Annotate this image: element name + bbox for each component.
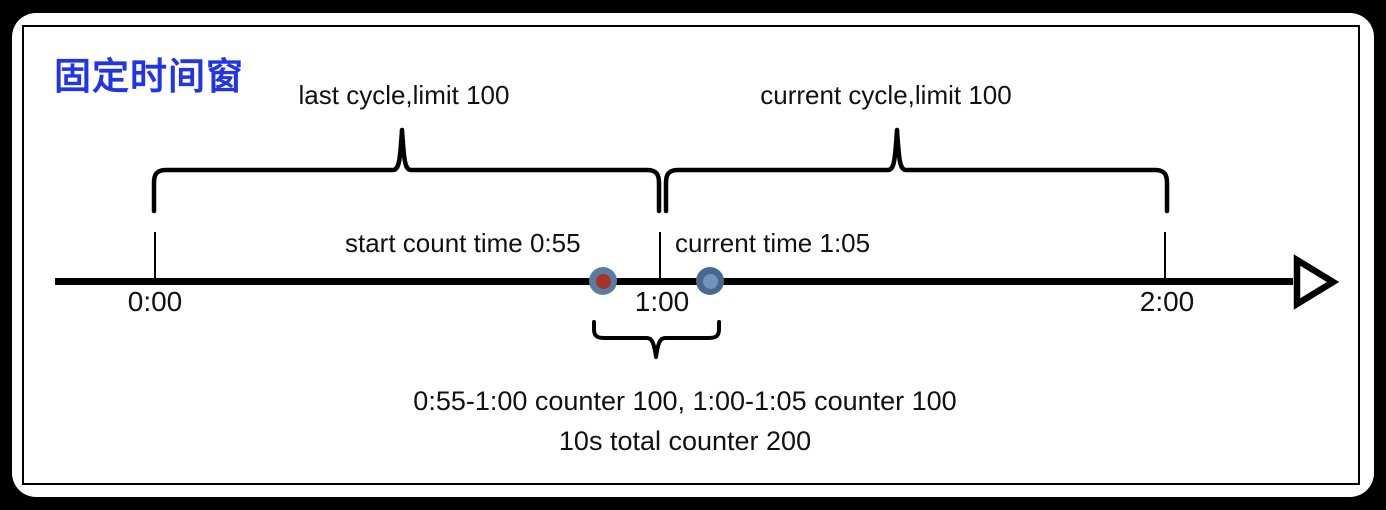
slide-border [22,25,1360,485]
tick-label-1-00: 1:00 [634,286,690,317]
counter-summary-line2: 10s total counter 200 [558,426,812,456]
tick-2-00 [1164,232,1166,279]
current-time-label: current time 1:05 [675,228,871,258]
tick-label-0-00: 0:00 [127,286,183,317]
current-cycle-brace [663,127,1170,214]
tick-0-00 [154,232,156,279]
last-cycle-brace [151,127,662,214]
timeline-axis [55,278,1293,285]
counter-summary-line1: 0:55-1:00 counter 100, 1:00-1:05 counter… [413,386,957,416]
start-count-marker-dot-core [595,273,611,289]
last-cycle-label: last cycle,limit 100 [298,80,510,110]
start-count-time-label: start count time 0:55 [345,228,581,258]
current-time-marker-dot [696,267,724,295]
start-count-marker-dot [589,267,617,295]
current-time-marker-dot-core [702,273,718,289]
page-title: 固定时间窗 [54,56,244,97]
counter-window-brace [592,320,721,359]
tick-1-00 [659,232,661,279]
tick-label-2-00: 2:00 [1139,286,1195,317]
timeline-arrow-icon [1293,254,1340,310]
current-cycle-label: current cycle,limit 100 [760,80,1012,110]
